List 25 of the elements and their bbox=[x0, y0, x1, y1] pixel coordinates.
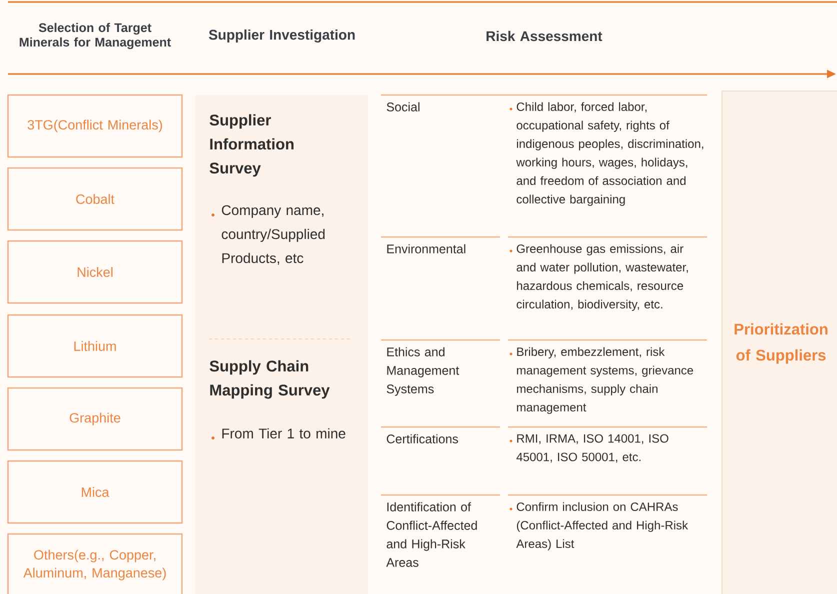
prioritization-box: Prioritization of Suppliers bbox=[722, 90, 837, 594]
mineral-box: Nickel bbox=[7, 240, 183, 304]
mineral-box: Lithium bbox=[7, 314, 183, 378]
survey-heading: Supply Chain Mapping Survey bbox=[210, 360, 330, 399]
table-cell: Child labor, forced labor, occupational safety, rights of indigenous peoples, discrimination, working hours, wages, holidays, and freedom of association and collective bargaining bbox=[510, 102, 704, 206]
table-cell: Environmental bbox=[387, 244, 466, 254]
mineral-box: Others(e.g., Copper, Aluminum, Manganese) bbox=[7, 533, 183, 594]
table-cell: Identification of Conflict-Affected and High-Risk Areas bbox=[386, 502, 477, 567]
bullet-item: From Tier 1 to mine bbox=[212, 428, 346, 440]
mineral-box: Mica bbox=[7, 460, 183, 524]
mineral-box: 3TG(Conflict Minerals) bbox=[7, 94, 183, 158]
table-cell: RMI, IRMA, ISO 14001, ISO 45001, ISO 50001, etc. bbox=[510, 434, 668, 463]
table-cell: Confirm inclusion on CAHRAs (Conflict-Affected and High-Risk Areas) List bbox=[510, 502, 688, 550]
table-cell: Ethics and Management Systems bbox=[386, 347, 460, 396]
table-cell: Greenhouse gas emissions, air and water pollution, wastewater, hazardous chemicals, resource circulation, biodiversity, etc. bbox=[510, 244, 688, 311]
column-heading: Selection of Target Minerals for Management bbox=[20, 22, 171, 50]
bullet-item: Company name, country/Supplied Products, etc bbox=[212, 205, 325, 265]
table-cell: Bribery, embezzlement, risk management systems, grievance mechanisms, supply chain management bbox=[510, 347, 694, 414]
table-cell: Social bbox=[386, 102, 420, 112]
mineral-box: Graphite bbox=[7, 387, 183, 451]
column-heading: Risk Assessment bbox=[486, 30, 602, 42]
column-heading: Supplier Investigation bbox=[208, 29, 355, 43]
table-cell: Certifications bbox=[386, 434, 458, 444]
mineral-box: Cobalt bbox=[7, 167, 183, 231]
survey-heading: Supplier Information Survey bbox=[210, 114, 294, 177]
